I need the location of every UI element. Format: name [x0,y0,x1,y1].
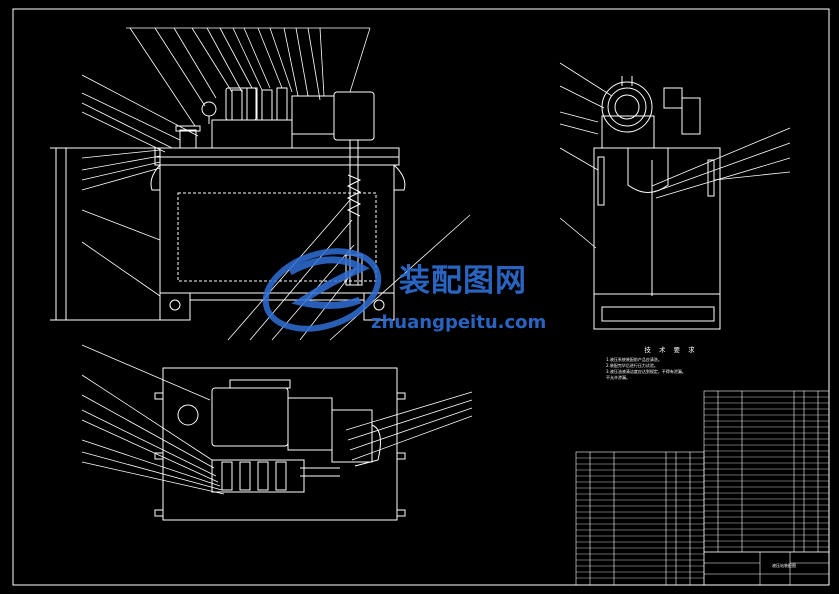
top-view [154,367,406,521]
title-block [703,551,830,586]
technical-requirements-title: 技 术 要 求 [644,346,698,354]
requirement-line: 不允许渗漏。 [606,375,630,380]
side-view [593,76,721,330]
watermark-url: zhuangpeitu.com [371,312,547,333]
parts-list-left [575,451,705,586]
title-block-name: 液压站装配图 [772,563,796,568]
watermark-name: 装配图网 [399,263,527,299]
front-view [50,87,406,321]
side-view-leaders [559,62,791,249]
requirement-line: 1.液压系统装配前产品应清洗。 [606,357,662,362]
watermark-logo-icon [262,248,382,332]
requirement-line: 2.装配完毕后进行压力试验。 [606,363,658,368]
parts-list-right [703,390,830,553]
parts-list-rows [576,396,829,579]
drawing-frame [12,8,830,586]
technical-requirements: 技 术 要 求 1.液压系统装配前产品应清洗。 2.装配完毕后进行压力试验。 3… [606,347,726,381]
top-view-leaders [81,344,473,495]
requirement-line: 3.液压油液清洁度应达到规定，不得有泄漏。 [606,369,686,374]
